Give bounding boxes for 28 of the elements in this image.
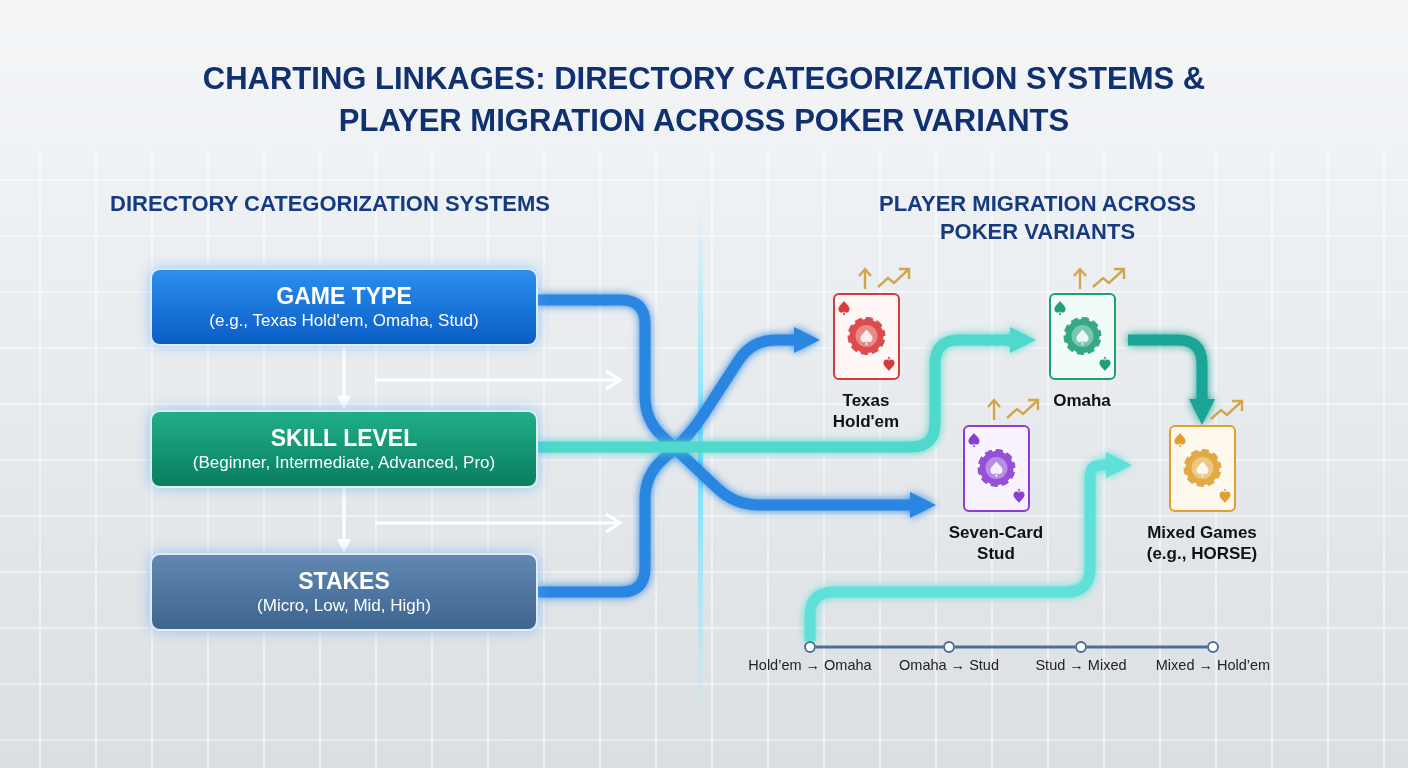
card-label: Texas Hold'em: [831, 390, 901, 432]
timeline-label: Mixed → Hold’em: [1154, 657, 1272, 673]
connector-line: [1087, 645, 1207, 649]
category-box: STAKES (Micro, Low, Mid, High): [150, 553, 538, 631]
flow-arrow: [1128, 334, 1215, 425]
connector-line: [816, 645, 943, 649]
category-box: SKILL LEVEL (Beginner, Intermediate, Advanced, Pro): [150, 410, 538, 488]
card-label: Omaha: [1053, 390, 1111, 411]
timeline-dot: [943, 641, 955, 653]
timeline-label: Stud → Mixed: [1034, 657, 1128, 673]
timeline-label: Hold’em → Omaha: [747, 657, 873, 673]
arrow: [337, 346, 351, 410]
flow-arrow: [538, 327, 1036, 453]
category-box: GAME TYPE (e.g., Texas Hold'em, Omaha, Stud): [150, 268, 538, 346]
timeline-dot: [804, 641, 816, 653]
timeline-label: Omaha → Stud: [898, 657, 1000, 673]
card-label: Seven-Card Stud: [947, 522, 1045, 564]
flow-arrow: [538, 294, 936, 518]
flow-arrow: [538, 327, 820, 598]
flow-arrow: [804, 452, 1132, 641]
section-heading: PLAYER MIGRATION ACROSS POKER VARIANTS: [878, 190, 1197, 246]
timeline-dot: [1207, 641, 1219, 653]
section-heading: DIRECTORY CATEGORIZATION SYSTEMS: [110, 190, 552, 218]
timeline-dot: [1075, 641, 1087, 653]
connector-line: [955, 645, 1075, 649]
card-label: Mixed Games (e.g., HORSE): [1145, 522, 1259, 564]
diagram-title: CHARTING LINKAGES: DIRECTORY CATEGORIZATION SYSTEMS & PLAYER MIGRATION ACROSS POKER VARIANTS: [201, 60, 1207, 140]
arrow: [337, 488, 351, 553]
